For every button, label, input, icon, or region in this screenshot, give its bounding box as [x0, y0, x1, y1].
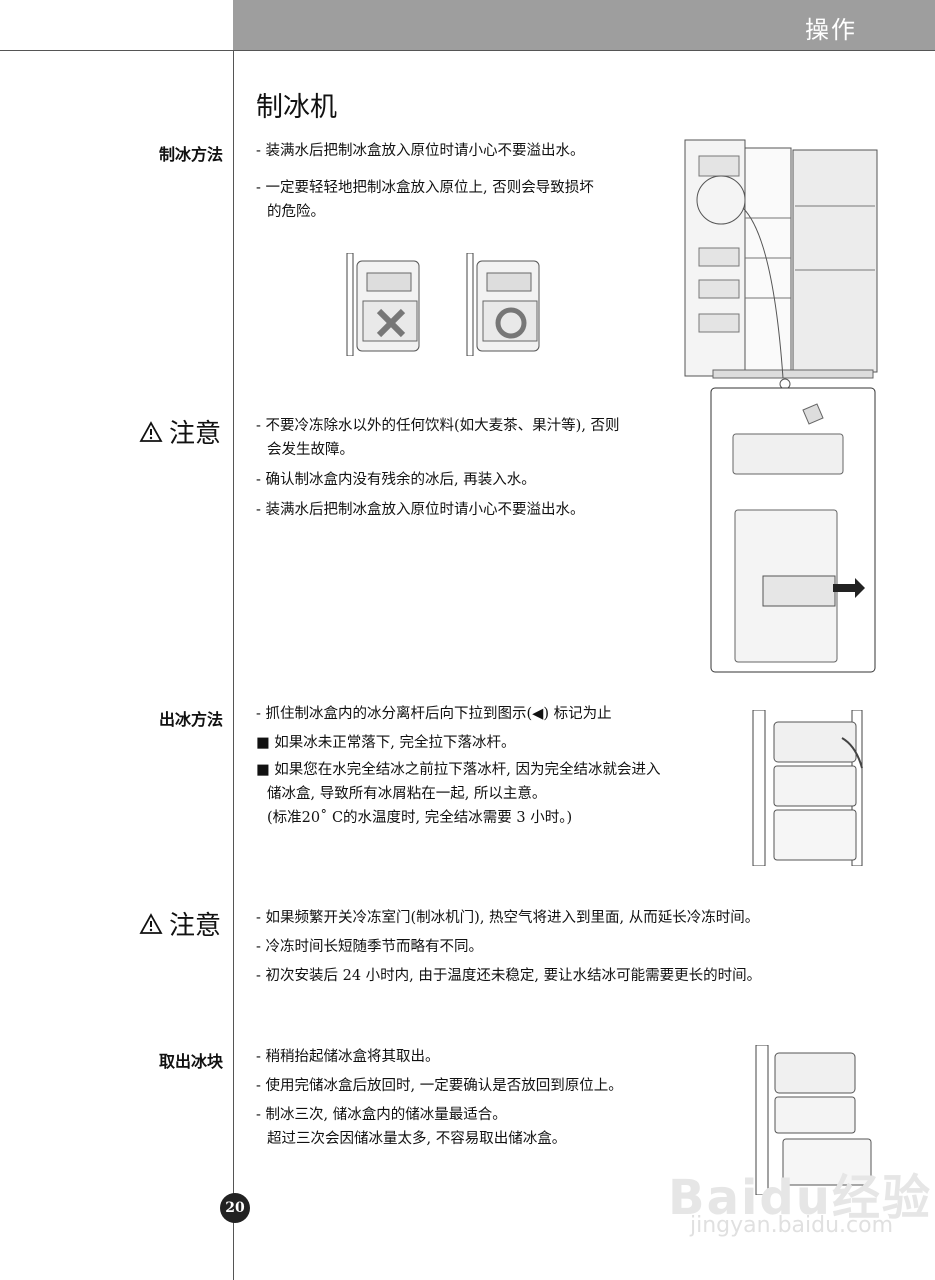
text-line: - 稍稍抬起储冰盒将其取出。	[256, 1049, 440, 1065]
text-line: - 一定要轻轻地把制冰盒放入原位上, 否则会导致损坏	[256, 180, 594, 196]
text-line: - 使用完储冰盒后放回时, 一定要确认是否放回到原位上。	[256, 1078, 623, 1094]
wrong-insertion-illustration	[346, 253, 420, 356]
text-line: - 制冰三次, 储冰盒内的储冰量最适合。	[256, 1107, 507, 1123]
section-label-ice-making: 制冰方法	[158, 145, 223, 164]
o-mark-icon	[495, 307, 527, 339]
refrigerator-illustration	[684, 139, 878, 673]
text-line: - 初次安装后 24 小时内, 由于温度还未稳定, 要让水结冰可能需要更长的时间…	[256, 968, 762, 984]
watermark-url: jingyan.baidu.com	[690, 1213, 894, 1238]
text-line: - 如果频繁开关冷冻室门(制冰机门), 热空气将进入到里面, 从而延长冷冻时间。	[256, 910, 760, 926]
warning-triangle-icon	[139, 912, 163, 934]
text-line: ■ 如果冰未正常落下, 完全拉下落冰杆。	[256, 735, 516, 751]
page-number: 20	[220, 1193, 250, 1223]
text-line: - 不要冷冻除水以外的任何饮料(如大麦茶、果汁等), 否则	[256, 418, 620, 434]
text-line: - 装满水后把制冰盒放入原位时请小心不要溢出水。	[256, 143, 585, 159]
ice-lever-illustration	[752, 710, 863, 866]
caution-label: 注意	[168, 911, 221, 941]
arrow-icon	[833, 578, 865, 598]
section-title: 操作	[805, 16, 857, 44]
caution-label: 注意	[168, 419, 221, 449]
header-left-strip	[0, 0, 233, 51]
watermark-logo: Baidu经验	[668, 1170, 932, 1226]
text-line: - 抓住制冰盒内的冰分离杆后向下拉到图示(◀) 标记为止	[256, 706, 612, 722]
warning-triangle-icon	[139, 420, 163, 442]
caution-heading-2: 注意	[139, 905, 221, 942]
text-line: - 装满水后把制冰盒放入原位时请小心不要溢出水。	[256, 502, 585, 518]
margin-divider	[233, 50, 234, 1280]
text-line: - 冷冻时间长短随季节而略有不同。	[256, 939, 484, 955]
text-line: 超过三次会因储冰量太多, 不容易取出储冰盒。	[267, 1131, 567, 1147]
correct-insertion-illustration	[466, 253, 540, 356]
section-label-ice-out: 出冰方法	[158, 710, 223, 729]
x-mark-icon	[376, 308, 406, 338]
page-title: 制冰机	[256, 92, 337, 123]
text-line: (标准20˚ C的水温度时, 完全结冰需要 3 小时。)	[267, 810, 573, 826]
text-line: 储冰盒, 导致所有冰屑粘在一起, 所以主意。	[267, 786, 547, 802]
caution-heading-1: 注意	[139, 413, 221, 450]
header-bar: 操作	[233, 0, 935, 51]
text-line: 会发生故障。	[267, 442, 354, 458]
text-line: ■ 如果您在水完全结冰之前拉下落冰杆, 因为完全结冰就会进入	[256, 762, 661, 778]
text-line: - 确认制冰盒内没有残余的冰后, 再装入水。	[256, 472, 536, 488]
ice-bin-illustration	[755, 1045, 872, 1195]
text-line: 的危险。	[267, 204, 325, 220]
section-label-remove-ice: 取出冰块	[158, 1052, 223, 1071]
